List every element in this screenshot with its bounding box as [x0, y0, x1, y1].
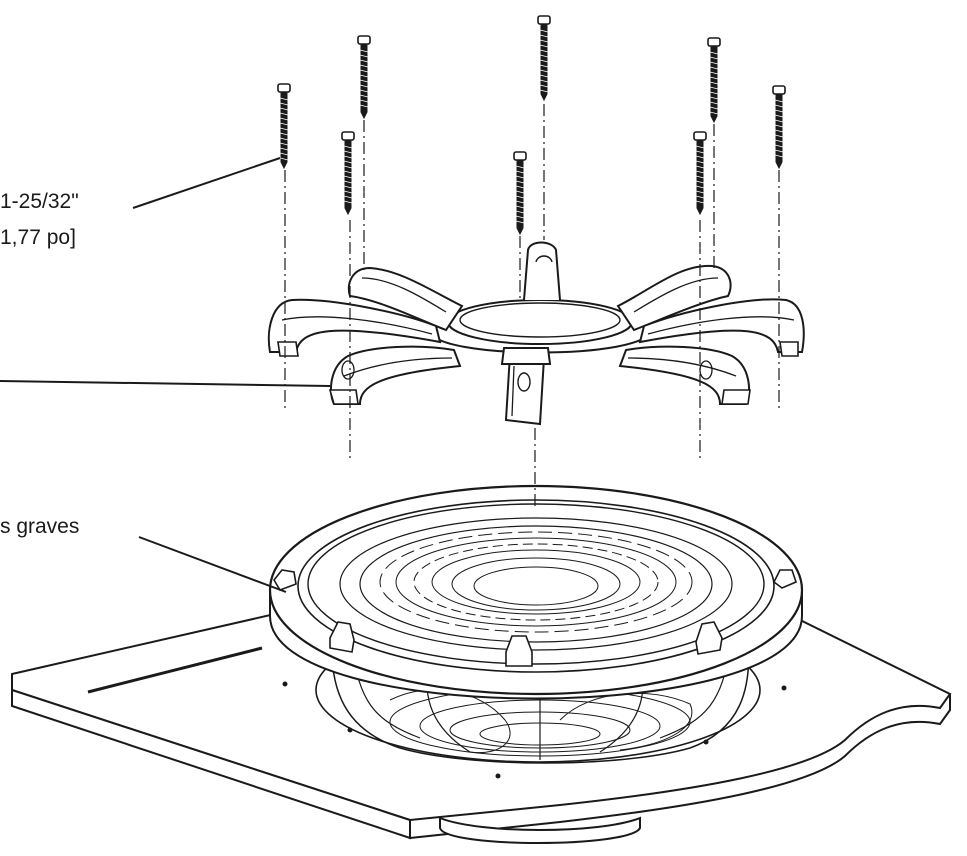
screw-8 — [772, 85, 786, 170]
callout-leaders — [0, 157, 331, 593]
bracket-leader-line — [0, 380, 331, 387]
screw-3 — [357, 35, 371, 120]
woofer-ring — [268, 484, 804, 700]
screw-length-metric-label: 1,77 po] — [0, 226, 76, 249]
woofer-leader-line — [138, 536, 287, 593]
woofer-label: s graves — [0, 515, 80, 538]
screw-5 — [537, 15, 551, 102]
screw-length-imperial-label: 1-25/32" — [0, 190, 79, 213]
alignment-lines — [284, 104, 780, 510]
spider-bracket — [267, 241, 805, 426]
screws-group — [277, 15, 786, 236]
screw-2 — [341, 131, 355, 216]
screw-leader-line — [132, 157, 281, 209]
screw-1 — [277, 83, 291, 170]
screw-4 — [513, 151, 527, 236]
screw-6 — [693, 131, 707, 216]
screw-7 — [707, 37, 721, 124]
